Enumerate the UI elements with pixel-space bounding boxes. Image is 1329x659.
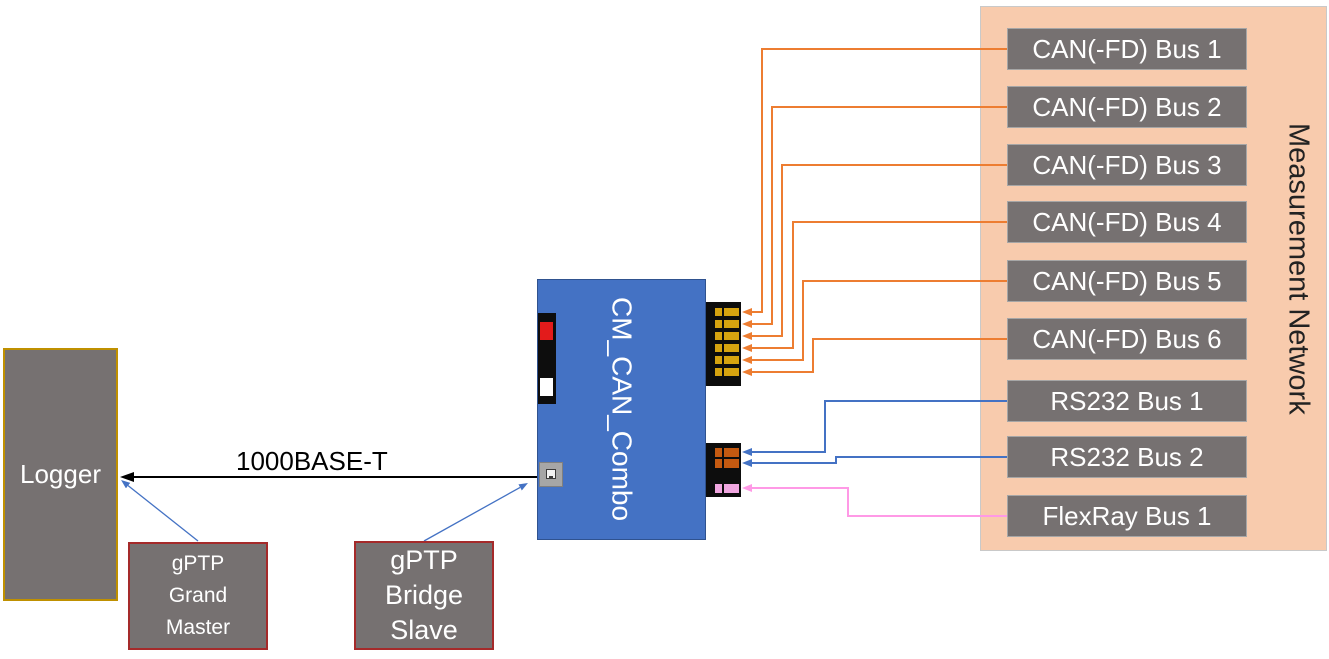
- can-fd-bus-3-box: CAN(-FD) Bus 3: [1007, 144, 1247, 186]
- bridge-slave-sync-arrow: [423, 483, 528, 542]
- bus-label: CAN(-FD) Bus 3: [1032, 150, 1222, 180]
- can-pin-1: [715, 308, 739, 316]
- gptp-bridge-slave-line: gPTP: [390, 545, 458, 575]
- can-pin-6: [715, 368, 739, 376]
- flexray-pin-1: [715, 484, 739, 493]
- rs232-pin-1: [715, 448, 739, 457]
- can-fd-bus-1-connection-line: [742, 48, 1007, 316]
- white-label-plate: [540, 378, 553, 396]
- bus-label: CAN(-FD) Bus 4: [1032, 207, 1222, 237]
- serial-connector-block: [706, 443, 741, 497]
- can-pin-5: [715, 356, 739, 364]
- bus-label: CAN(-FD) Bus 5: [1032, 266, 1222, 296]
- can-fd-bus-4-box: CAN(-FD) Bus 4: [1007, 201, 1247, 243]
- device-name: CM_CAN_Combo: [606, 297, 638, 522]
- red-indicator: [540, 322, 553, 340]
- bus-label: CAN(-FD) Bus 1: [1032, 34, 1222, 64]
- can-fd-bus-1-box: CAN(-FD) Bus 1: [1007, 28, 1247, 70]
- gptp-grand-master-line: Grand: [168, 584, 228, 607]
- gptp-grand-master-label: gPTP Grand Master: [166, 548, 230, 644]
- flexray-bus-1-connection-line: [742, 484, 1007, 517]
- rs232-bus-1-connection-line: [742, 400, 1007, 456]
- gptp-grand-master-line: gPTP: [171, 552, 225, 575]
- bus-label: CAN(-FD) Bus 6: [1032, 324, 1222, 354]
- gptp-bridge-slave-line: Slave: [390, 615, 458, 645]
- measurement-network-label: Measurement Network: [1282, 123, 1315, 415]
- bus-label: RS232 Bus 2: [1050, 442, 1204, 472]
- can-pin-3: [715, 332, 739, 340]
- can-fd-bus-6-connection-line: [742, 338, 1007, 376]
- can-fd-bus-5-box: CAN(-FD) Bus 5: [1007, 260, 1247, 302]
- gptp-grand-master-box: gPTP Grand Master: [128, 542, 268, 650]
- can-connector-block: [706, 302, 741, 386]
- can-fd-bus-5-connection-line: [742, 280, 1007, 364]
- can-pin-4: [715, 344, 739, 352]
- can-fd-bus-6-box: CAN(-FD) Bus 6: [1007, 318, 1247, 360]
- gptp-bridge-slave-line: Bridge: [384, 580, 464, 610]
- ethernet-link-label: 1000BASE-T: [236, 446, 388, 476]
- can-fd-bus-3-connection-line: [742, 164, 1007, 340]
- logger-box: Logger: [3, 348, 118, 601]
- rs232-bus-2-connection-line: [742, 456, 1007, 467]
- rs232-bus-2-box: RS232 Bus 2: [1007, 436, 1247, 478]
- can-fd-bus-2-box: CAN(-FD) Bus 2: [1007, 86, 1247, 128]
- ethernet-port-icon: [546, 469, 556, 479]
- bus-label: FlexRay Bus 1: [1042, 501, 1212, 531]
- gptp-bridge-slave-label: gPTP Bridge Slave: [385, 543, 463, 648]
- can-pin-2: [715, 320, 739, 328]
- gptp-bridge-slave-box: gPTP Bridge Slave: [354, 541, 494, 650]
- can-fd-bus-4-connection-line: [742, 221, 1007, 352]
- measurement-network-label-area: Measurement Network: [1280, 6, 1316, 532]
- can-fd-bus-2-connection-line: [742, 106, 1007, 328]
- logger-label: Logger: [20, 459, 101, 489]
- grand-master-sync-arrow: [121, 480, 199, 542]
- ethernet-port: [539, 462, 563, 487]
- rs232-bus-1-box: RS232 Bus 1: [1007, 380, 1247, 422]
- gptp-grand-master-line: Master: [165, 616, 231, 639]
- rs232-pin-2: [715, 459, 739, 468]
- cm-can-combo-device: CM_CAN_Combo: [537, 279, 706, 540]
- bus-label: RS232 Bus 1: [1050, 386, 1204, 416]
- bus-label: CAN(-FD) Bus 2: [1032, 92, 1222, 122]
- flexray-bus-1-box: FlexRay Bus 1: [1007, 495, 1247, 537]
